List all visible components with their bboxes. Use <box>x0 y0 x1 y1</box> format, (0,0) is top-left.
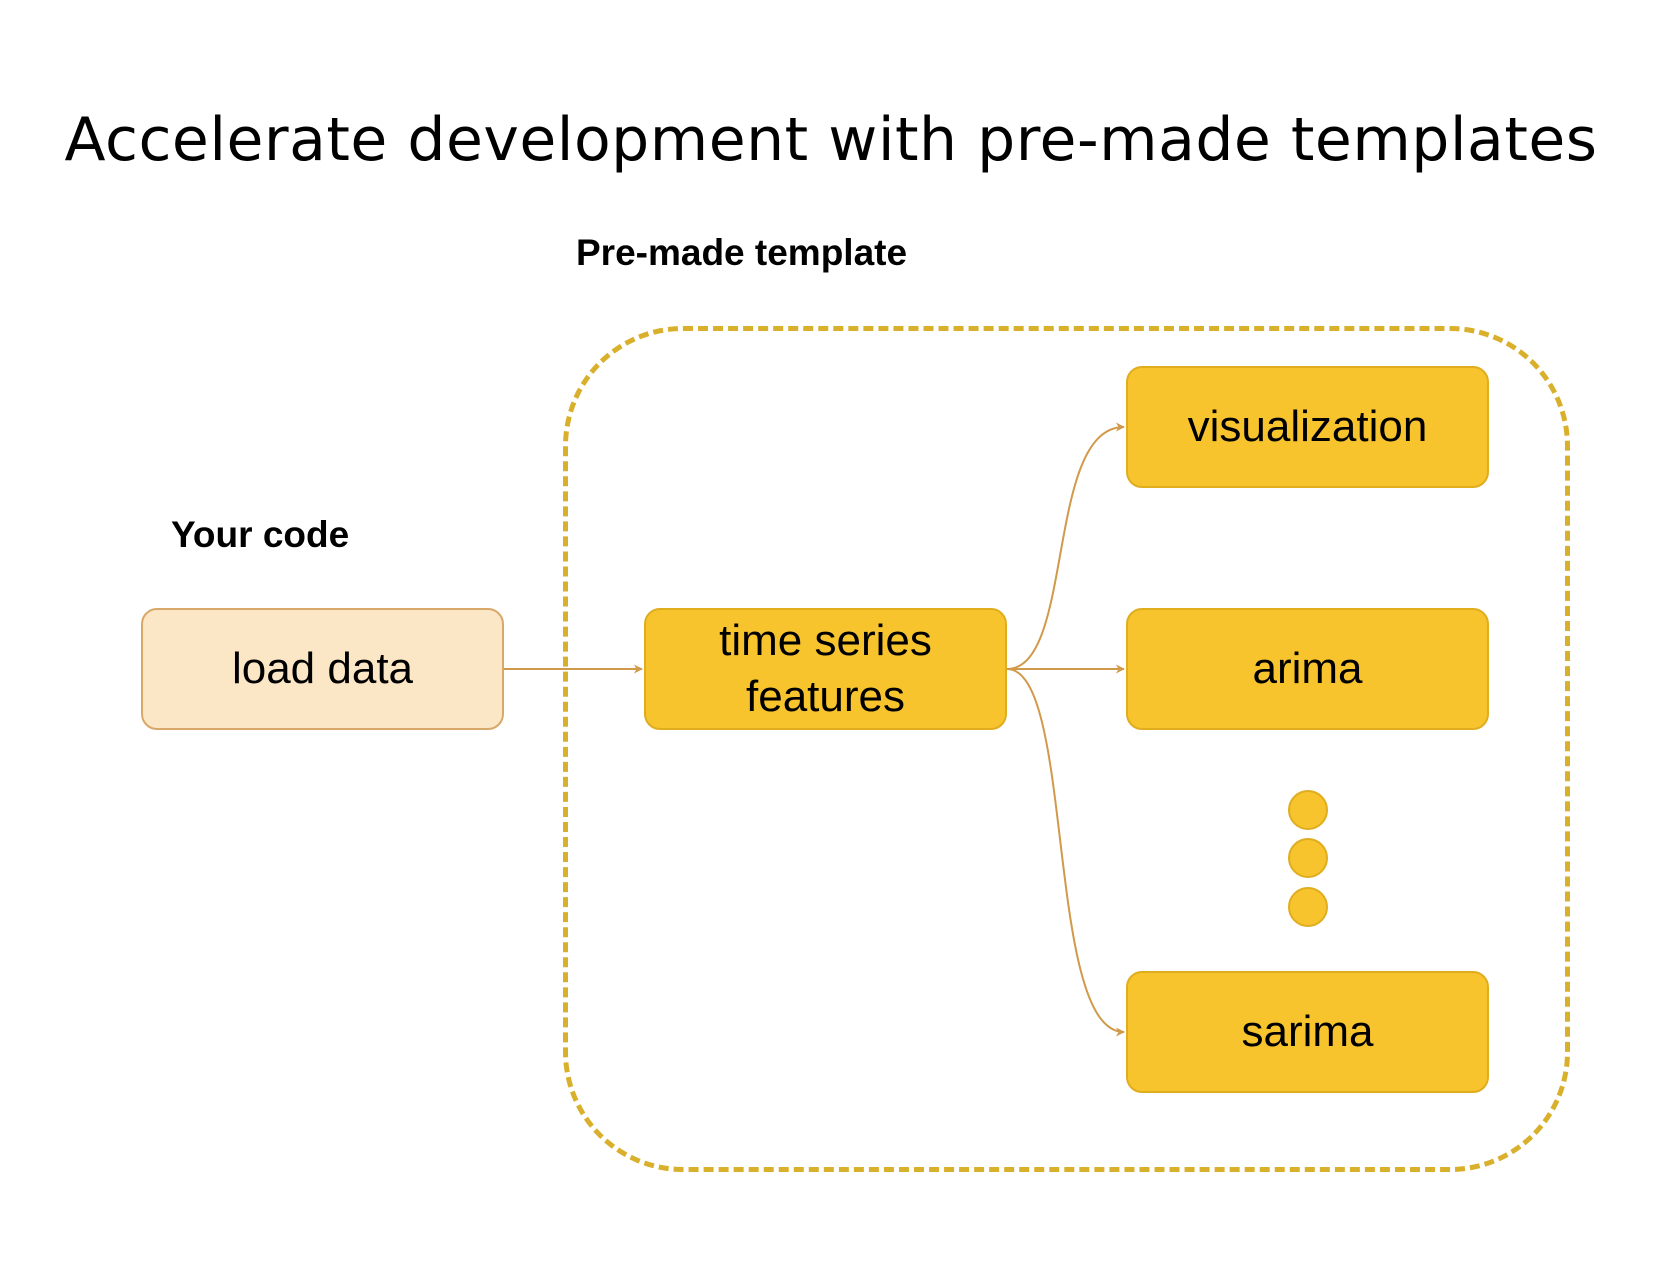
visualization-label: visualization <box>1187 402 1428 451</box>
time-series-line-1: time series <box>719 616 932 665</box>
sarima-label: sarima <box>1241 1007 1374 1056</box>
time-series-features-label: time series features <box>719 613 932 725</box>
sarima-node: sarima <box>1126 971 1489 1093</box>
template-boundary <box>563 326 1570 1172</box>
time-series-features-node: time series features <box>644 608 1007 730</box>
visualization-node: visualization <box>1126 366 1489 488</box>
template-group-label: Pre-made template <box>576 232 908 273</box>
ellipsis-dot <box>1288 838 1328 878</box>
time-series-line-2: features <box>746 672 905 721</box>
arima-label: arima <box>1252 644 1363 693</box>
load-data-label: load data <box>231 644 414 693</box>
arima-node: arima <box>1126 608 1489 730</box>
ellipsis-dot <box>1288 887 1328 927</box>
page-title: Accelerate development with pre-made tem… <box>64 105 1598 175</box>
load-data-node: load data <box>141 608 504 730</box>
your-code-label: Your code <box>171 514 350 555</box>
ellipsis-dot <box>1288 790 1328 830</box>
